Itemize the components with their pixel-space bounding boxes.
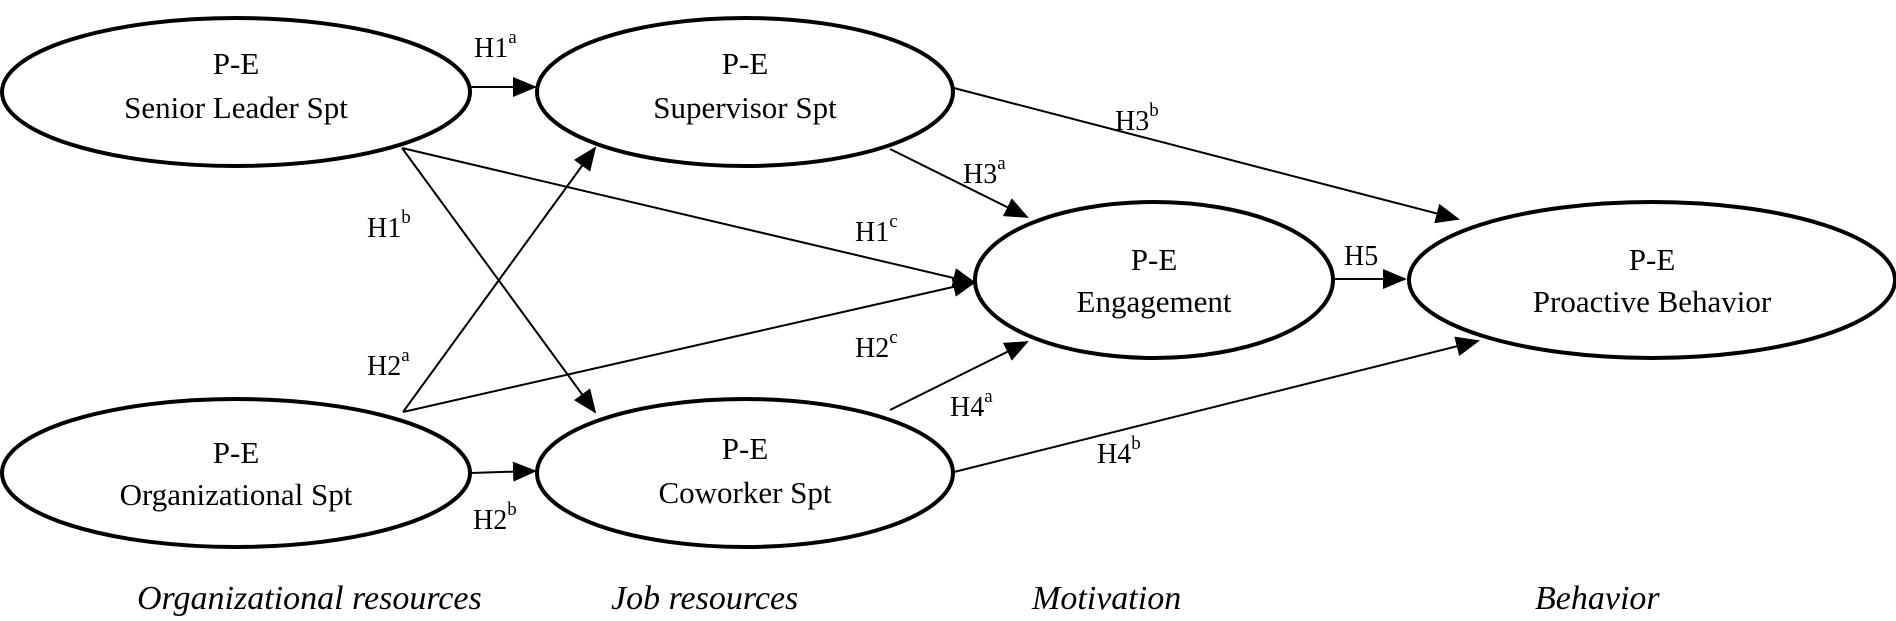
label-h3a: H3a <box>963 153 1006 190</box>
node-supervisor-spt: P-E Supervisor Spt <box>535 16 955 168</box>
node-senior-line2: Senior Leader Spt <box>124 90 348 125</box>
node-proactive-line1: P-E <box>1629 242 1676 277</box>
edge-h2a <box>402 146 597 413</box>
category-behavior: Behavior <box>1535 580 1660 617</box>
node-coworker-line2: Coworker Spt <box>658 475 831 510</box>
label-h2c: H2c <box>855 327 898 364</box>
node-organizational-line1: P-E <box>213 435 260 470</box>
category-organizational-resources: Organizational resources <box>137 580 482 617</box>
node-proactive-line2: Proactive Behavior <box>1533 284 1772 319</box>
category-labels: Organizational resources Job resources M… <box>137 580 1660 617</box>
edge-h3a <box>889 148 1029 218</box>
label-h2a: H2a <box>367 345 410 382</box>
node-supervisor-line1: P-E <box>722 46 769 81</box>
label-h2b: H2b <box>473 499 517 536</box>
node-senior-line1: P-E <box>213 46 260 81</box>
label-h3b: H3b <box>1115 100 1159 137</box>
label-h4a: H4a <box>950 386 993 423</box>
label-h5: H5 <box>1344 241 1378 272</box>
edge-h4a <box>889 341 1029 411</box>
node-proactive-behavior: P-E Proactive Behavior <box>1407 200 1896 360</box>
node-organizational-line2: Organizational Spt <box>120 477 353 512</box>
edge-h4b <box>949 336 1480 474</box>
edge-h2c <box>402 277 977 413</box>
node-engagement: P-E Engagement <box>973 200 1335 360</box>
node-organizational-spt: P-E Organizational Spt <box>0 397 472 549</box>
node-senior-leader-spt: P-E Senior Leader Spt <box>0 16 472 168</box>
edge-h2b <box>469 461 537 482</box>
node-coworker-spt: P-E Coworker Spt <box>535 397 955 549</box>
edges <box>401 77 1480 482</box>
label-h1c: H1c <box>855 211 898 248</box>
node-engagement-line2: Engagement <box>1077 284 1232 319</box>
edge-h1c <box>401 147 977 288</box>
node-coworker-line1: P-E <box>722 431 769 466</box>
node-supervisor-line2: Supervisor Spt <box>653 90 837 125</box>
label-h4b: H4b <box>1097 433 1141 470</box>
node-engagement-line1: P-E <box>1131 242 1178 277</box>
label-h1b: H1b <box>367 207 411 244</box>
edge-labels: H1a H1b H1c H2a H2b H2c H3a H3b H4a H4b <box>367 27 1378 536</box>
label-h1a: H1a <box>474 27 517 64</box>
edge-h3b <box>949 86 1460 224</box>
category-motivation: Motivation <box>1031 580 1181 617</box>
category-job-resources: Job resources <box>611 580 798 617</box>
